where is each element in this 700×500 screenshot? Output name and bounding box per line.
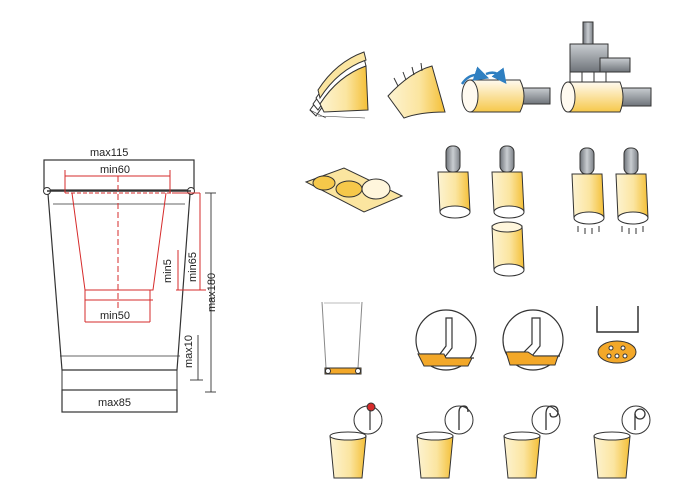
bottom-discs-icon (304, 167, 404, 213)
dim-bottom-inner: min50 (100, 310, 130, 322)
paper-stack-icon (309, 51, 369, 119)
bottom-knurl-icon (415, 309, 477, 371)
curl-step-4-icon (593, 405, 651, 479)
roll-forming-icon (460, 66, 551, 113)
cup-dimension-drawing: max115 min60 min50 max85 min5 min65 max1… (43, 147, 218, 413)
cup-body-outline (47, 193, 191, 371)
mandrel-pair-icon (491, 145, 525, 277)
press-sealing-icon (560, 21, 652, 113)
fan-blank-cut-icon (387, 62, 446, 119)
bottom-heater-icon (596, 306, 639, 364)
dim-side-gap: min5 (162, 259, 174, 283)
cup-section-icon (321, 301, 363, 375)
dim-inner-top: min60 (100, 164, 130, 176)
bottom-seal-icon (502, 309, 564, 371)
dim-height: max180 (206, 273, 218, 312)
curl-step-1-icon (329, 402, 383, 479)
dim-top-width: max115 (90, 147, 128, 159)
curl-step-2-icon (416, 405, 474, 479)
dim-bottom-gap: max10 (183, 335, 195, 368)
dim-depth: min65 (187, 252, 199, 282)
curl-step-3-icon (503, 405, 561, 479)
dim-bottom-width: max85 (98, 397, 131, 409)
hot-air-mandrel-icon (571, 147, 649, 234)
mandrel-icon (437, 145, 471, 219)
